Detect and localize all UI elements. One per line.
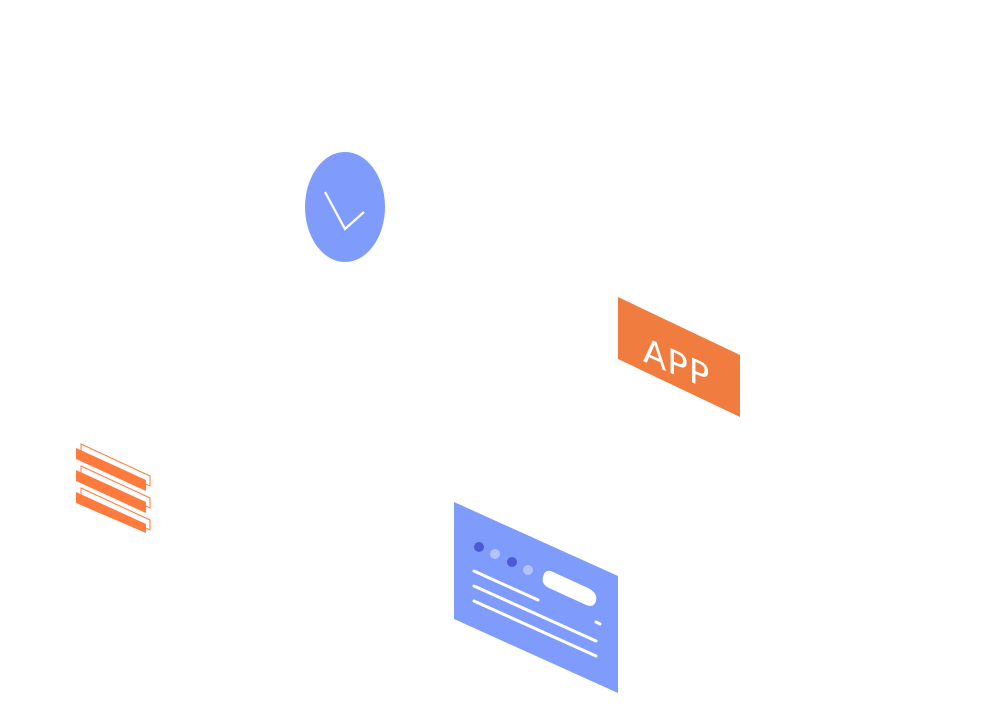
app-tag-icon[interactable]: APP: [618, 297, 740, 417]
browser-window-icon[interactable]: [454, 502, 618, 693]
menu-bar: [76, 492, 146, 533]
content-line: [472, 569, 540, 602]
chevron-circle-icon[interactable]: [305, 152, 385, 262]
menu-bar: [76, 470, 146, 513]
circle-background: [305, 152, 385, 262]
menu-bar: [76, 448, 146, 491]
chevron-down-icon: [324, 191, 365, 231]
content-line: [472, 584, 598, 643]
app-tag-background: [618, 297, 740, 417]
address-bar: [542, 570, 597, 606]
window-dot: [490, 549, 500, 559]
window-dot: [507, 557, 517, 567]
menu-icon[interactable]: [76, 443, 151, 533]
window-dot: [523, 565, 533, 575]
content-line: [594, 620, 602, 626]
content-line: [472, 599, 598, 658]
window-dot: [474, 542, 484, 552]
